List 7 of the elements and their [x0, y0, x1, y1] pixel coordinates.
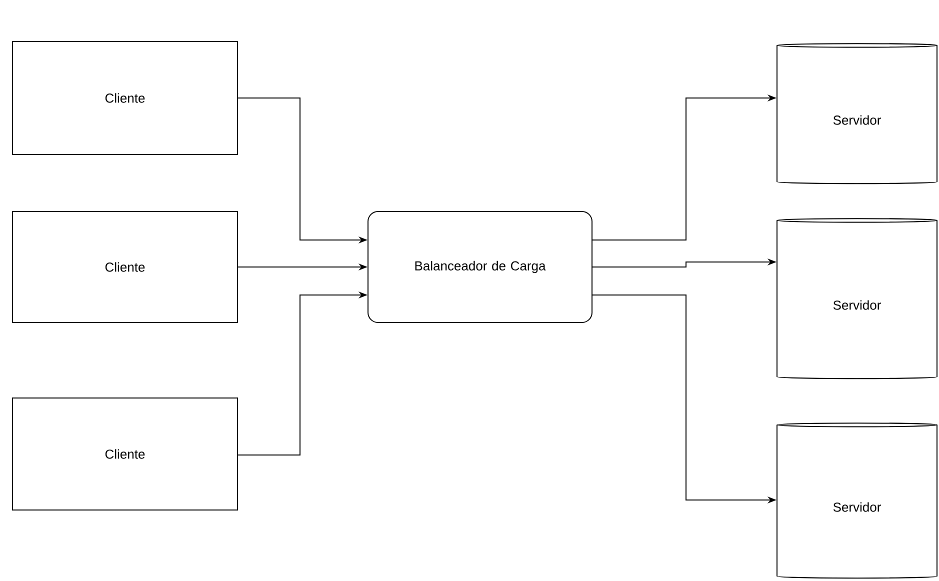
server-cylinder: Servidor — [776, 43, 938, 184]
client-box: Cliente — [12, 41, 238, 155]
client-box: Cliente — [12, 398, 238, 510]
load-balancer-box: Balanceador de Carga — [368, 211, 592, 323]
server-cylinder: Servidor — [776, 218, 938, 380]
server-cylinder: Servidor — [776, 422, 938, 579]
client-box: Cliente — [12, 211, 238, 323]
